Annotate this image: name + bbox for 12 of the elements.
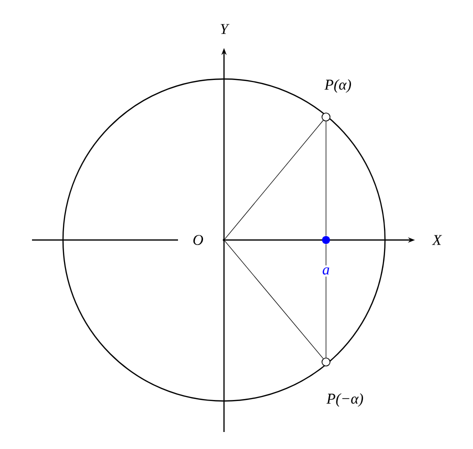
- point-marker: [322, 112, 330, 122]
- point-label: a: [320, 265, 332, 277]
- point-label: P(α): [322, 77, 354, 95]
- point-marker: [322, 358, 330, 366]
- line: [224, 240, 324, 359]
- axis-label: X: [432, 235, 442, 245]
- line: [224, 120, 324, 240]
- point-marker: [322, 236, 330, 244]
- origin-point: [222, 238, 226, 242]
- axis-label: Y: [220, 24, 230, 34]
- point-label: P(−α): [324, 391, 366, 409]
- point-label: O: [190, 232, 206, 247]
